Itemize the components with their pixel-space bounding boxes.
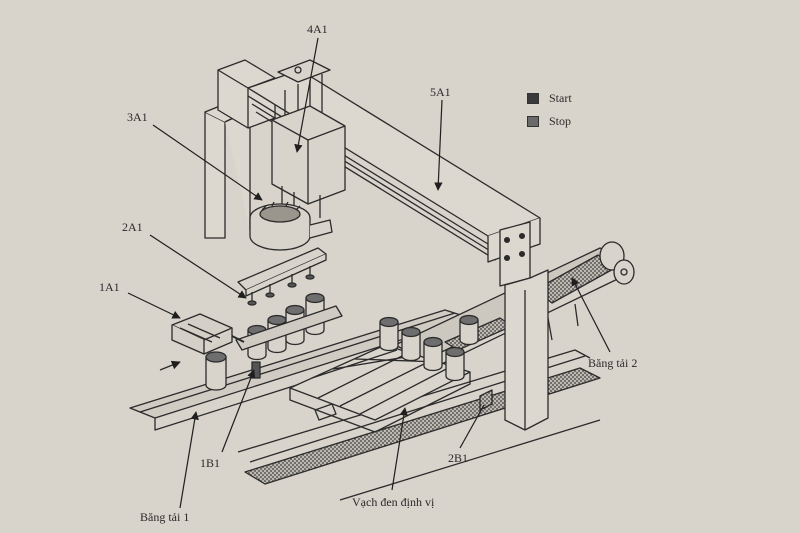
- callout-1b1: [221, 369, 256, 453]
- pusher-cylinder: [171, 313, 245, 355]
- label-2a1: 2A1: [122, 220, 143, 234]
- legend-start: Start: [527, 91, 572, 105]
- start-swatch: [527, 92, 539, 104]
- vertical-slide: [271, 59, 346, 218]
- callout-2b1: [459, 404, 485, 449]
- callout-2a1: [149, 234, 247, 299]
- stop-swatch: [527, 115, 539, 127]
- right-column: [499, 221, 549, 431]
- callout-5a1: [434, 99, 443, 191]
- label-4a1: 4A1: [307, 22, 328, 36]
- callout-belt1: [179, 411, 199, 509]
- callout-belt2: [571, 277, 611, 353]
- label-1a1: 1A1: [99, 280, 120, 294]
- label-belt-2: Băng tải 2: [588, 356, 638, 370]
- sensor-1b1: [251, 361, 261, 379]
- legend-stop: Stop: [527, 114, 571, 128]
- label-5a1: 5A1: [430, 85, 451, 99]
- rotary-head: [249, 201, 333, 251]
- label-3a1: 3A1: [127, 110, 148, 124]
- callout-3a1: [152, 124, 263, 201]
- label-belt-1: Băng tải 1: [140, 510, 190, 524]
- legend-start-label: Start: [549, 91, 572, 105]
- callout-1a1: [127, 292, 181, 319]
- callout-4a1: [294, 37, 319, 153]
- label-marker-line: Vạch đen định vị: [352, 495, 435, 509]
- label-1b1: 1B1: [200, 456, 221, 470]
- label-2b1: 2B1: [448, 451, 469, 465]
- left-column: [204, 59, 276, 239]
- callouts: [127, 37, 611, 509]
- legend-stop-label: Stop: [549, 114, 572, 128]
- cans-crate: [379, 314, 479, 382]
- cans-belt1: [205, 292, 343, 391]
- callout-mark: [391, 407, 408, 491]
